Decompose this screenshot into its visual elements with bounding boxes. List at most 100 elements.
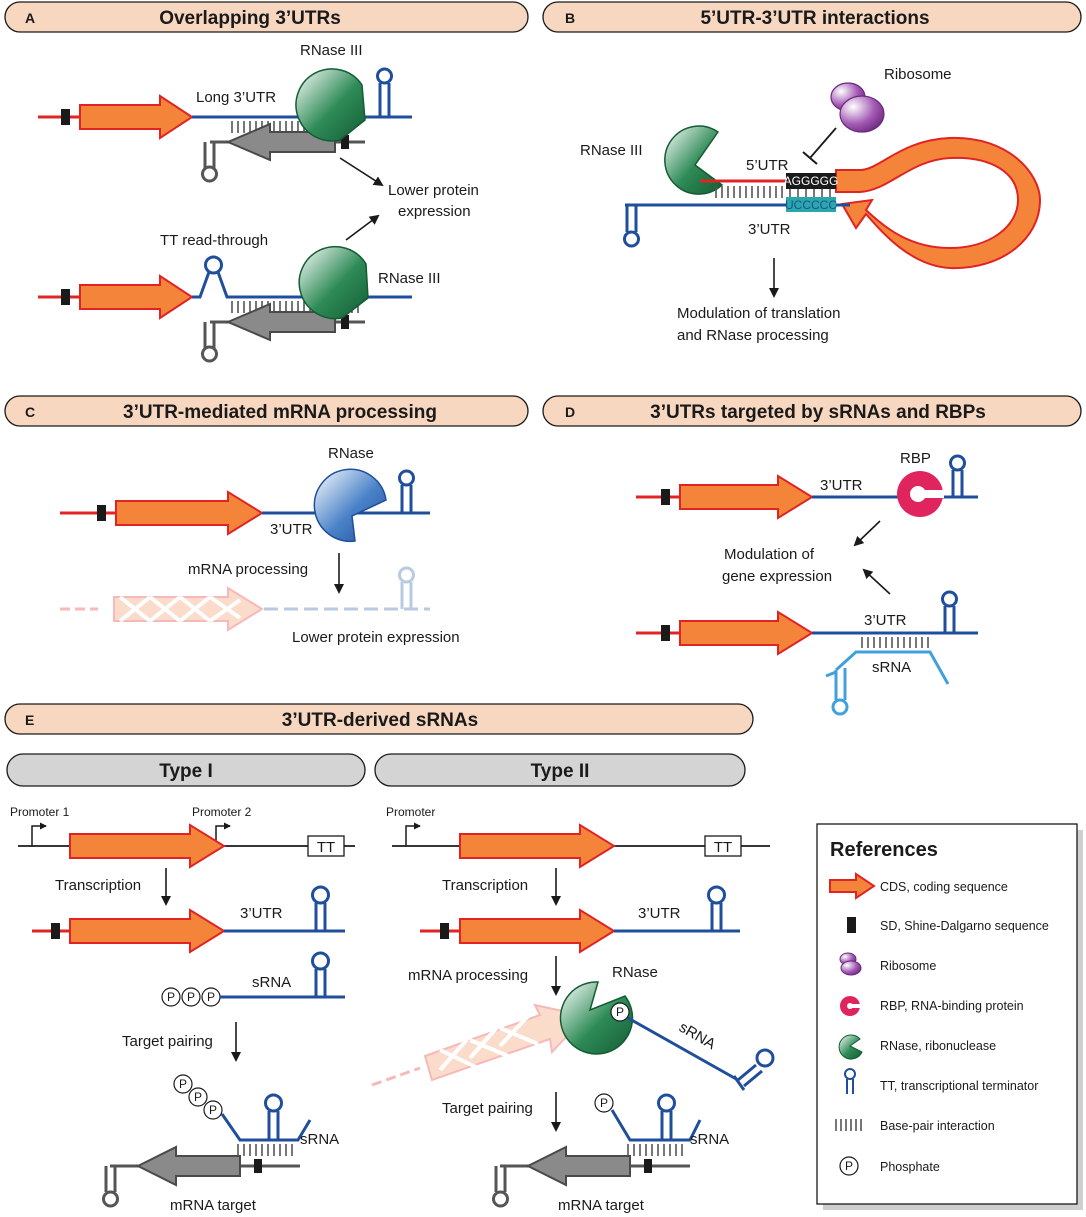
processing-label: mRNA processing [188,561,308,578]
tt-label: TT [714,839,732,856]
utr3-label: 3’UTR [270,521,313,538]
panel-c: C 3’UTR-mediated mRNA processing RNase 3… [4,395,529,646]
panel-e-title: 3’UTR-derived sRNAs [282,710,478,731]
phosphate-group-2: P P P [173,1074,223,1120]
transcription-label: Transcription [442,877,528,894]
ref-item-phosphate: Phosphate [880,1160,940,1174]
svg-text:P: P [600,1096,608,1110]
svg-text:P: P [845,1159,853,1173]
utr3-label: 3’UTR [240,905,283,922]
antisense-cds-arrow-2 [225,302,336,342]
svg-text:P: P [207,990,215,1004]
svg-text:P: P [167,990,175,1004]
lower-expression-label: Lower protein expression [292,629,460,646]
tt-readthrough-label: TT read-through [160,232,268,249]
srna-label: sRNA [872,659,911,676]
inhibition-line [809,127,837,159]
cds-arrow [69,823,226,869]
utr3-bottom-label: 3’UTR [864,612,907,629]
utr3-top-label: 3’UTR [820,477,863,494]
mrna-target-label: mRNA target [170,1197,257,1214]
processing-label: mRNA processing [408,967,528,984]
ref-item-ribosome: Ribosome [880,959,936,973]
rnase-iii-label: RNase III [580,142,643,159]
long-utr-label: Long 3’UTR [196,89,276,106]
panel-b-letter: B [565,10,575,26]
panel-e: E 3’UTR-derived sRNAs Type I Promoter 1 … [4,703,775,1214]
modulation-label-1: Modulation of [724,546,815,563]
cds-loop [835,136,1042,270]
cds-arrow [679,474,814,520]
ref-item-cds: CDS, coding sequence [880,880,1008,894]
rbp-label: RBP [900,450,931,467]
tt-label: TT [317,839,335,856]
utr3-label: 3’UTR [748,221,791,238]
panel-b-title: 5’UTR-3’UTR interactions [700,8,929,29]
modulation-label-2: and RNase processing [677,327,829,344]
seq-top-label: AGGGGG [784,174,839,188]
srna-label-2: sRNA [300,1131,339,1148]
rnase-iii-icon [295,68,366,142]
panel-a-header [4,1,529,33]
panel-e-letter: E [25,712,34,728]
cds-arrow [459,823,616,869]
seq-bottom-label: UCCCCC [785,198,837,212]
promoter1-label: Promoter 1 [10,805,70,819]
modulation-label-2: gene expression [722,568,832,585]
tt-box [307,835,345,857]
mrna-target-label: mRNA target [558,1197,645,1214]
type2-header [374,753,746,787]
svg-text:P: P [179,1077,187,1091]
antisense-terminator [201,142,218,183]
svg-text:P: P [616,1005,624,1019]
target-pairing-label: Target pairing [122,1033,213,1050]
lower-expression-label-1: Lower protein [388,182,479,199]
ribosome-icon [839,952,862,976]
ref-item-basepair: Base-pair interaction [880,1119,995,1133]
panel-a-title: Overlapping 3’UTRs [159,8,341,29]
panel-b: B 5’UTR-3’UTR interactions Ribosome RNas… [542,1,1082,344]
modulation-label-1: Modulation of translation [677,305,840,322]
panel-c-header [4,395,529,427]
rnase-icon [838,1034,863,1060]
degraded-mrna [60,566,430,632]
cds-arrow-2 [69,908,226,954]
panel-c-letter: C [25,404,35,420]
rnase-label: RNase [612,964,658,981]
mrna-target-arrow [135,1145,241,1187]
basepair-icon [835,1119,862,1131]
type2-title: Type II [531,761,590,782]
svg-text:P: P [194,1090,202,1104]
rbp-icon [897,471,944,517]
terminator-icon [844,1068,856,1094]
panel-d: D 3’UTRs targeted by sRNAs and RBPs RBP … [542,395,1082,716]
panel-a-letter: A [25,10,35,26]
seq-box-top [786,173,836,189]
ribosome-label: Ribosome [884,66,952,83]
seq-box-bottom [786,197,836,212]
target-pairing-label: Target pairing [442,1100,533,1117]
mrna-target-arrow [525,1145,631,1187]
rnase-iii-top-label: RNase III [300,42,363,59]
promoter2-label: Promoter 2 [192,805,252,819]
cds-arrow-2 [459,908,616,954]
cds-arrow-2 [679,610,814,656]
promoter1-arrow [31,822,47,846]
phosphate-group: P P P [161,987,221,1007]
utr3-label: 3’UTR [638,905,681,922]
ref-item-terminator: TT, transcriptional terminator [880,1079,1038,1093]
ref-item-sd: SD, Shine-Dalgarno sequence [880,919,1049,933]
rnase-iii-icon [664,125,724,195]
promoter-arrow [405,822,421,846]
type1-header [6,753,366,787]
cds-arrow [79,94,194,140]
panel-c-title: 3’UTR-mediated mRNA processing [123,402,437,423]
ref-item-rbp: RBP, RNA-binding protein [880,999,1024,1013]
utr5-label: 5’UTR [746,157,789,174]
panel-d-header [542,395,1082,427]
cds-arrow-2 [79,274,194,320]
srna-label: sRNA [252,974,291,991]
srna-strand [834,650,950,685]
svg-text:P: P [209,1103,217,1117]
